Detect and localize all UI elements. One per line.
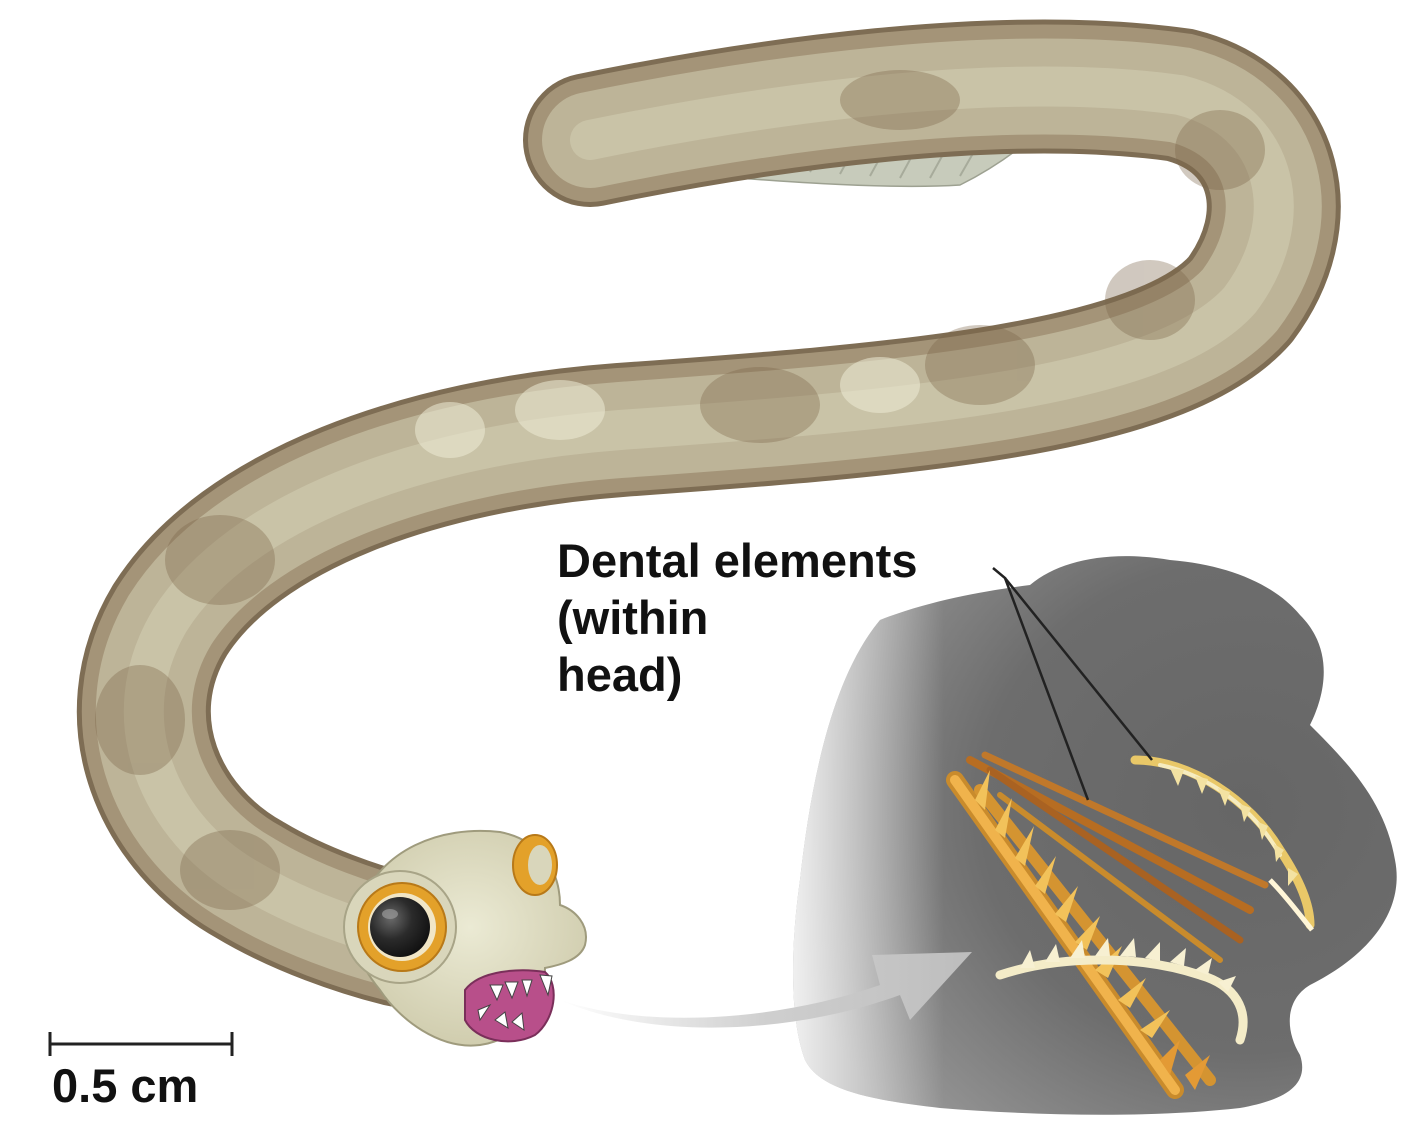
- scale-bar: [48, 1032, 234, 1056]
- callout-line-1: Dental elements: [557, 534, 918, 587]
- eye-icon: [343, 870, 457, 984]
- zoom-arrow: [560, 952, 972, 1028]
- callout-line-2: (within: [557, 591, 709, 644]
- dental-elements: [946, 751, 1315, 1099]
- scale-bar-label: 0.5 cm: [52, 1059, 199, 1112]
- eel-body: [76, 19, 1341, 1007]
- mouth-icon: [464, 969, 555, 1043]
- callout-line-3: head): [557, 648, 683, 701]
- callout-leader-lines: [992, 567, 1153, 801]
- eel-head: [343, 829, 587, 1047]
- dental-elements-label: Dental elements (within head): [557, 532, 917, 703]
